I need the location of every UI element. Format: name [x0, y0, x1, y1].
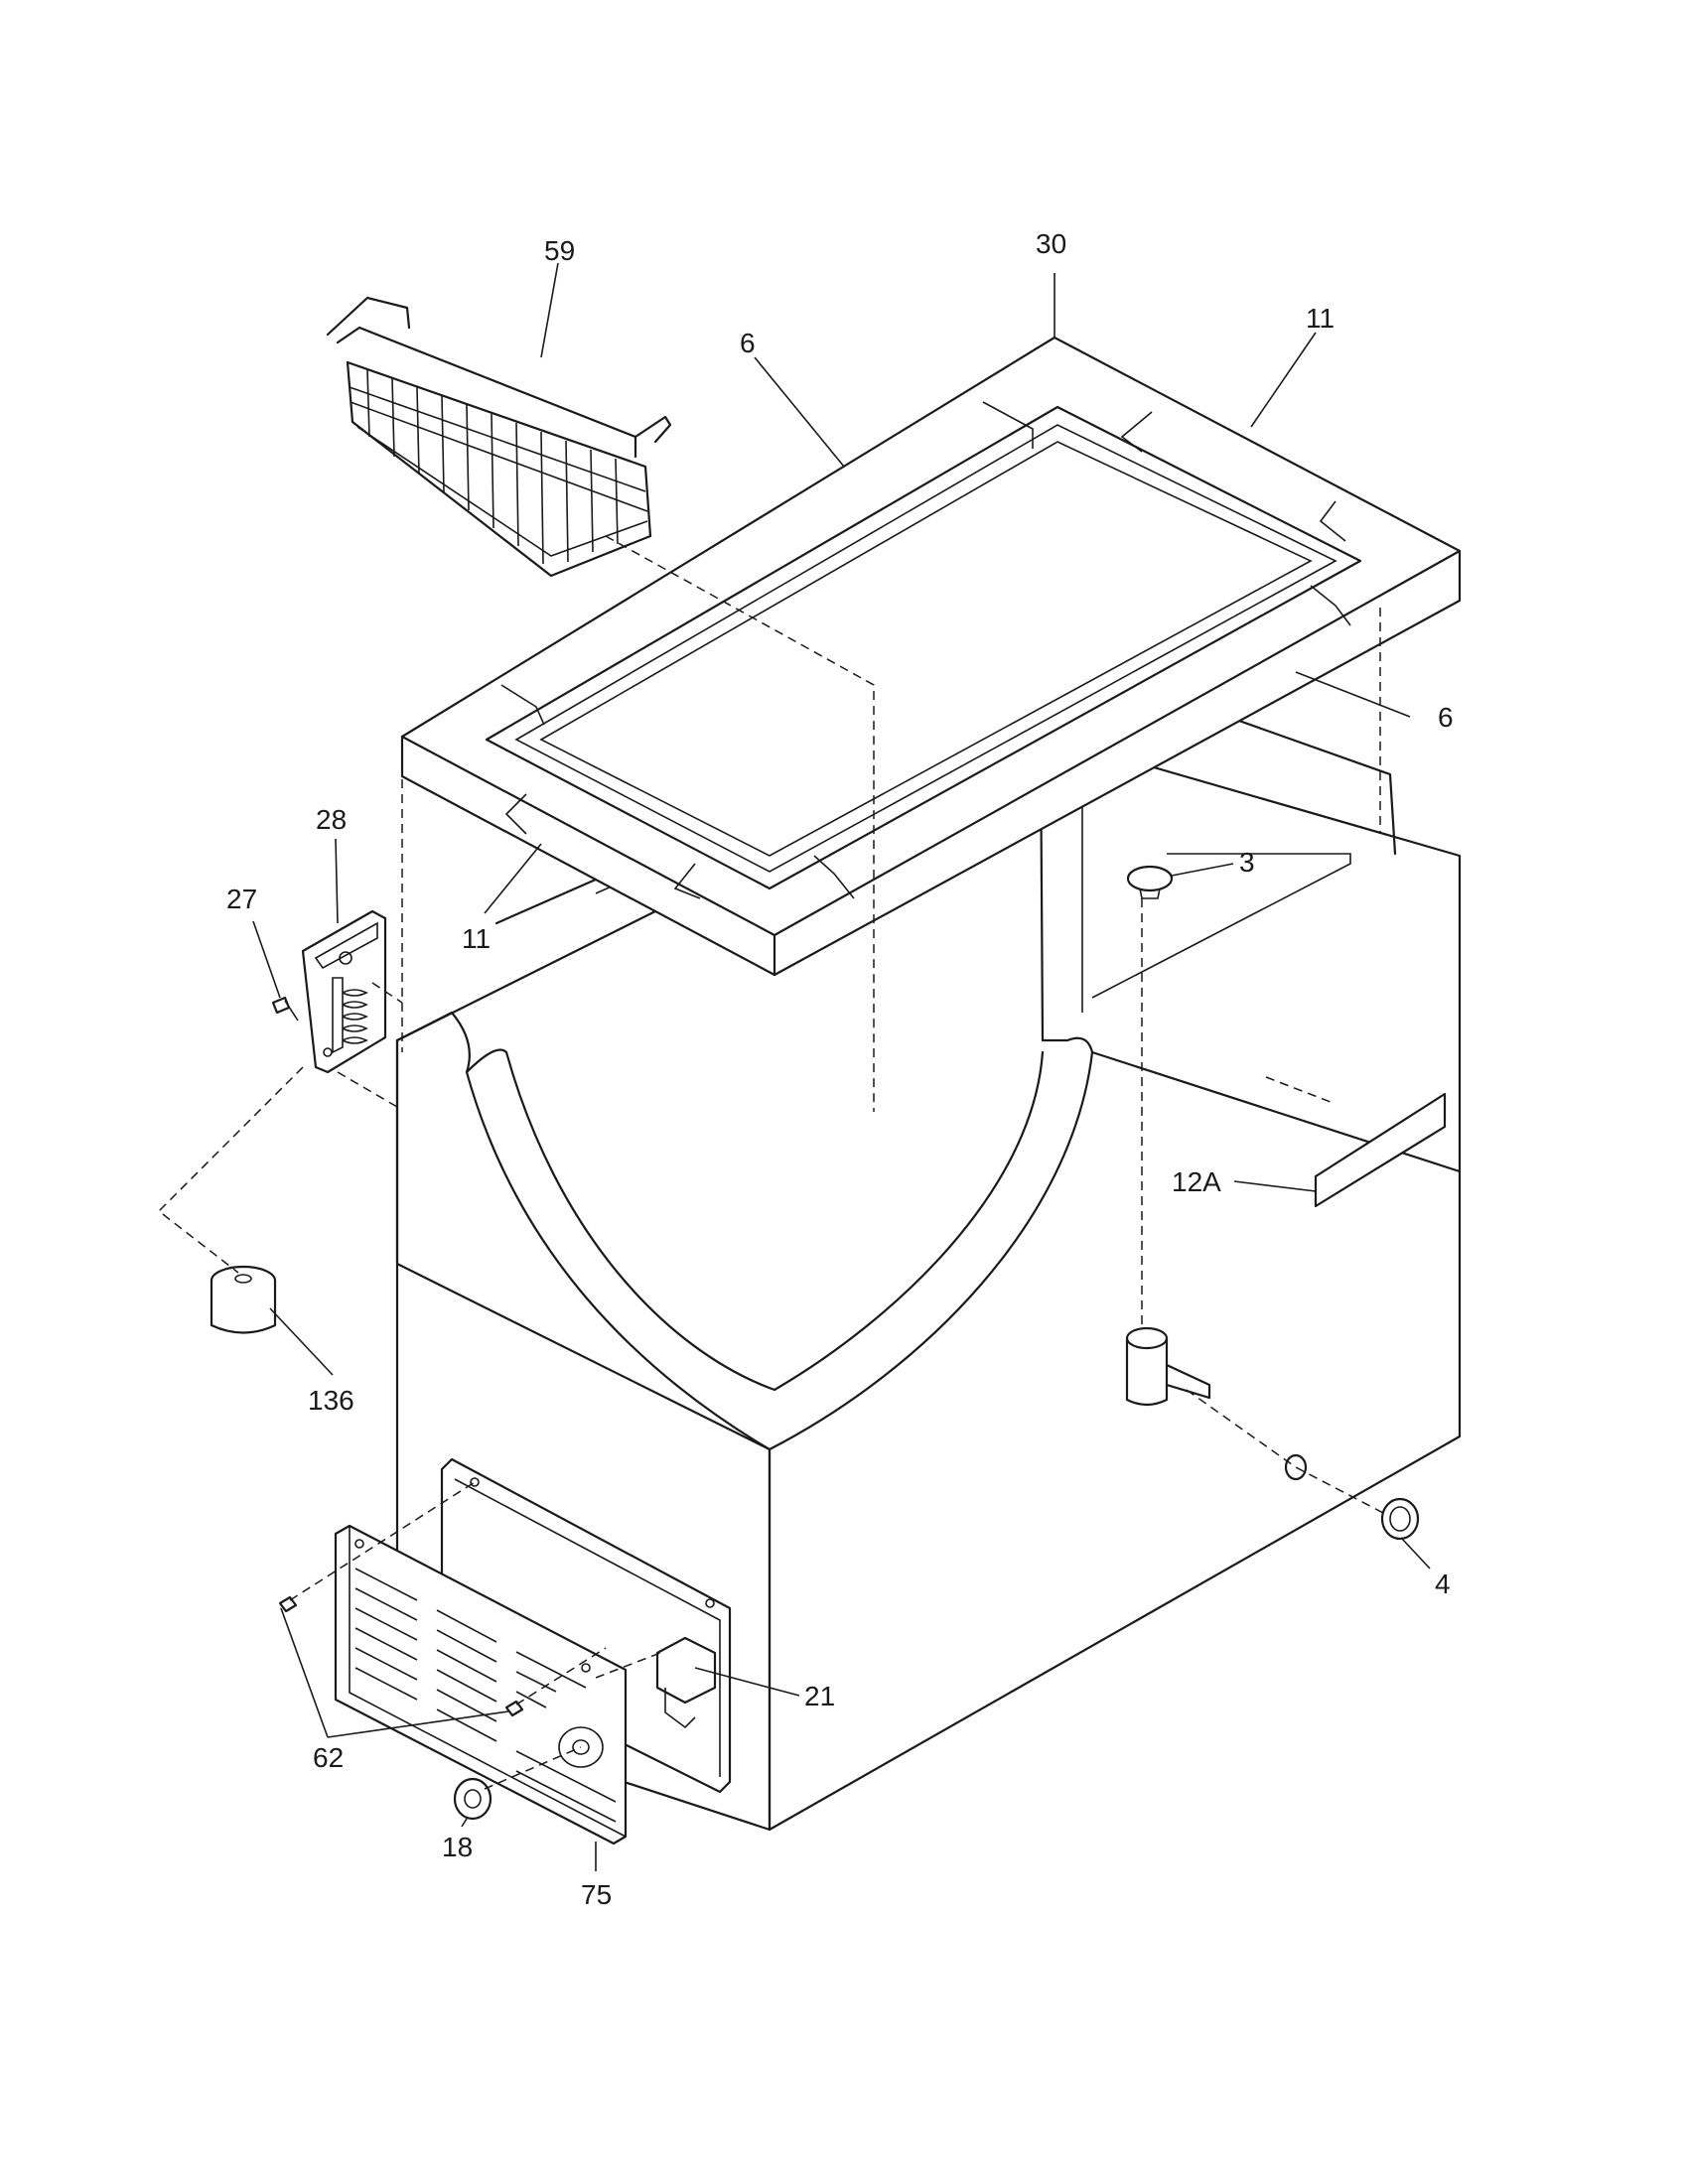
grommet	[1284, 1453, 1308, 1481]
drain-plug	[1126, 865, 1174, 899]
assembly-lines	[157, 535, 1386, 1790]
gasket-frame	[400, 336, 1462, 977]
callout-136: 136	[308, 1385, 354, 1416]
callout-27: 27	[226, 884, 257, 914]
callout-labels: 59 30 6 11 6 28 27 3 11 12A 136 4 21 62 …	[226, 228, 1454, 1910]
callout-75: 75	[581, 1879, 612, 1910]
thermostat	[655, 1636, 717, 1729]
hinge-bracket	[301, 909, 387, 1074]
callout-59: 59	[544, 235, 575, 266]
thermostat-knob	[453, 1777, 492, 1821]
caster-foot	[210, 1265, 277, 1334]
callout-11-left: 11	[462, 923, 491, 954]
grille-screw-left	[278, 1595, 298, 1613]
wire-basket	[326, 296, 672, 578]
hinge-screw	[271, 996, 299, 1022]
callout-11-top: 11	[1306, 303, 1335, 334]
leader-lines	[252, 262, 1431, 1871]
drain-tube	[1125, 1326, 1211, 1407]
grille-screw-right	[504, 1700, 524, 1717]
callout-62: 62	[313, 1742, 344, 1773]
callout-30: 30	[1036, 228, 1066, 259]
callout-28: 28	[316, 804, 347, 835]
serial-label	[1314, 1092, 1447, 1208]
callout-6-top: 6	[740, 328, 756, 358]
callout-6-right: 6	[1438, 702, 1454, 733]
callout-21: 21	[804, 1681, 835, 1711]
callout-4: 4	[1435, 1569, 1451, 1599]
callout-18: 18	[442, 1832, 473, 1862]
grille-panel	[334, 1524, 628, 1845]
callout-12a: 12A	[1172, 1166, 1221, 1197]
drain-cap	[1380, 1497, 1420, 1541]
callout-3: 3	[1239, 847, 1255, 878]
